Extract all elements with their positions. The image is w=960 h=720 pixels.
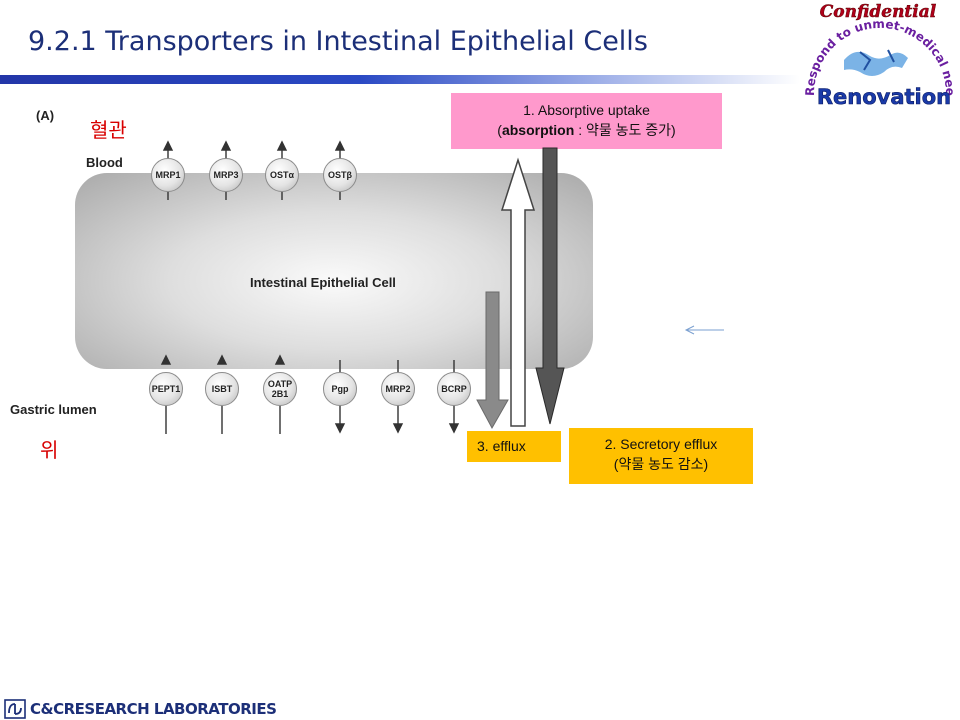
secretory-efflux-callout: 2. Secretory efflux (약물 농도 감소) bbox=[569, 428, 753, 484]
company-mark-icon bbox=[4, 699, 26, 719]
absorption-effect: : 약물 농도 증가 bbox=[578, 122, 672, 138]
footer-company-name: C&CRESEARCH LABORATORIES bbox=[30, 700, 277, 718]
absorptive-uptake-title: 1. Absorptive uptake bbox=[523, 102, 650, 118]
gastric-lumen-label: Gastric lumen bbox=[10, 402, 97, 417]
pgp-arrow bbox=[334, 360, 346, 434]
absorptive-uptake-callout: 1. Absorptive uptake (absorption : 약물 농도… bbox=[451, 93, 722, 149]
secretory-efflux-detail: (약물 농도 감소) bbox=[613, 456, 709, 472]
secretory-efflux-title: 2. Secretory efflux bbox=[604, 436, 718, 452]
mrp1-arrow bbox=[162, 140, 174, 200]
transporter-bcrp: BCRP bbox=[437, 372, 471, 406]
transporter-pept1: PEPT1 bbox=[149, 372, 183, 406]
logo-confidential-text: Confidential bbox=[820, 2, 937, 22]
mrp2-arrow bbox=[392, 360, 404, 434]
blood-label: Blood bbox=[86, 155, 123, 170]
runner-icon bbox=[859, 49, 895, 71]
secretory-efflux-arrow bbox=[535, 147, 565, 425]
transporter-ostb: OSTβ bbox=[323, 158, 357, 192]
transporter-osta: OSTα bbox=[265, 158, 299, 192]
renovation-logo: Confidential Respond to unmet-medical ne… bbox=[796, 0, 957, 109]
logo-renovation-text: Renovation bbox=[817, 85, 951, 109]
transporter-pgp: Pgp bbox=[323, 372, 357, 406]
pept1-arrow bbox=[160, 354, 172, 434]
blood-vessel-korean-label: 혈관 bbox=[90, 118, 127, 142]
absorption-arrow bbox=[500, 157, 536, 427]
panel-label: (A) bbox=[36, 108, 55, 123]
cell-label: Intestinal Epithelial Cell bbox=[250, 275, 396, 290]
isbt-arrow bbox=[216, 354, 228, 434]
page-title: 9.2.1 Transporters in Intestinal Epithel… bbox=[28, 26, 648, 57]
efflux-arrow bbox=[476, 291, 509, 430]
bcrp-arrow bbox=[448, 360, 460, 434]
transporter-mrp2: MRP2 bbox=[381, 372, 415, 406]
oatp2b1-arrow bbox=[274, 354, 286, 434]
absorption-term: absorption bbox=[501, 122, 575, 138]
stomach-korean-label: 위 bbox=[40, 438, 59, 462]
thin-left-arrow bbox=[684, 325, 724, 335]
transporter-isbt: ISBT bbox=[205, 372, 239, 406]
absorptive-uptake-detail: (absorption : 약물 농도 증가) bbox=[497, 122, 676, 138]
transporter-oatp2b1: OATP 2B1 bbox=[263, 372, 297, 406]
title-underline bbox=[0, 75, 800, 84]
transporter-mrp3: MRP3 bbox=[209, 158, 243, 192]
footer-company: C&CRESEARCH LABORATORIES bbox=[4, 698, 277, 720]
transporter-mrp1: MRP1 bbox=[151, 158, 185, 192]
efflux-callout: 3. efflux bbox=[467, 431, 561, 462]
